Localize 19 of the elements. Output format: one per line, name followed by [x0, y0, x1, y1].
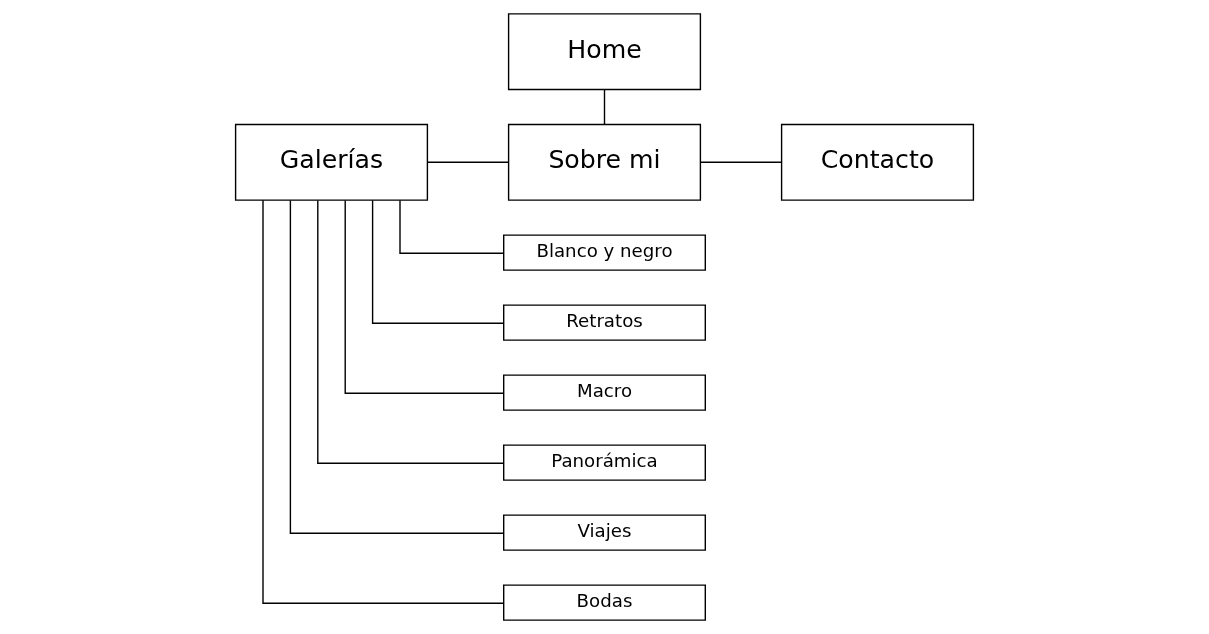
connector: [427, 161, 509, 163]
connector: [289, 199, 505, 534]
connector: [262, 199, 505, 604]
node-box: Galerías: [234, 123, 429, 201]
node-box: Panorámica: [503, 444, 706, 481]
connector: [399, 199, 505, 254]
node-box: Retratos: [503, 304, 706, 341]
node-box: Blanco y negro: [503, 234, 706, 271]
connector: [344, 199, 505, 394]
node-box: Contacto: [780, 123, 975, 201]
connector: [317, 199, 505, 464]
node-box: Viajes: [503, 514, 706, 551]
node-box: Macro: [503, 374, 706, 411]
connector: [371, 199, 505, 324]
node-box: Home: [507, 13, 702, 91]
node-box: Bodas: [503, 584, 706, 621]
connector: [603, 89, 606, 125]
node-box: Sobre mi: [507, 123, 702, 201]
connector: [700, 161, 782, 163]
